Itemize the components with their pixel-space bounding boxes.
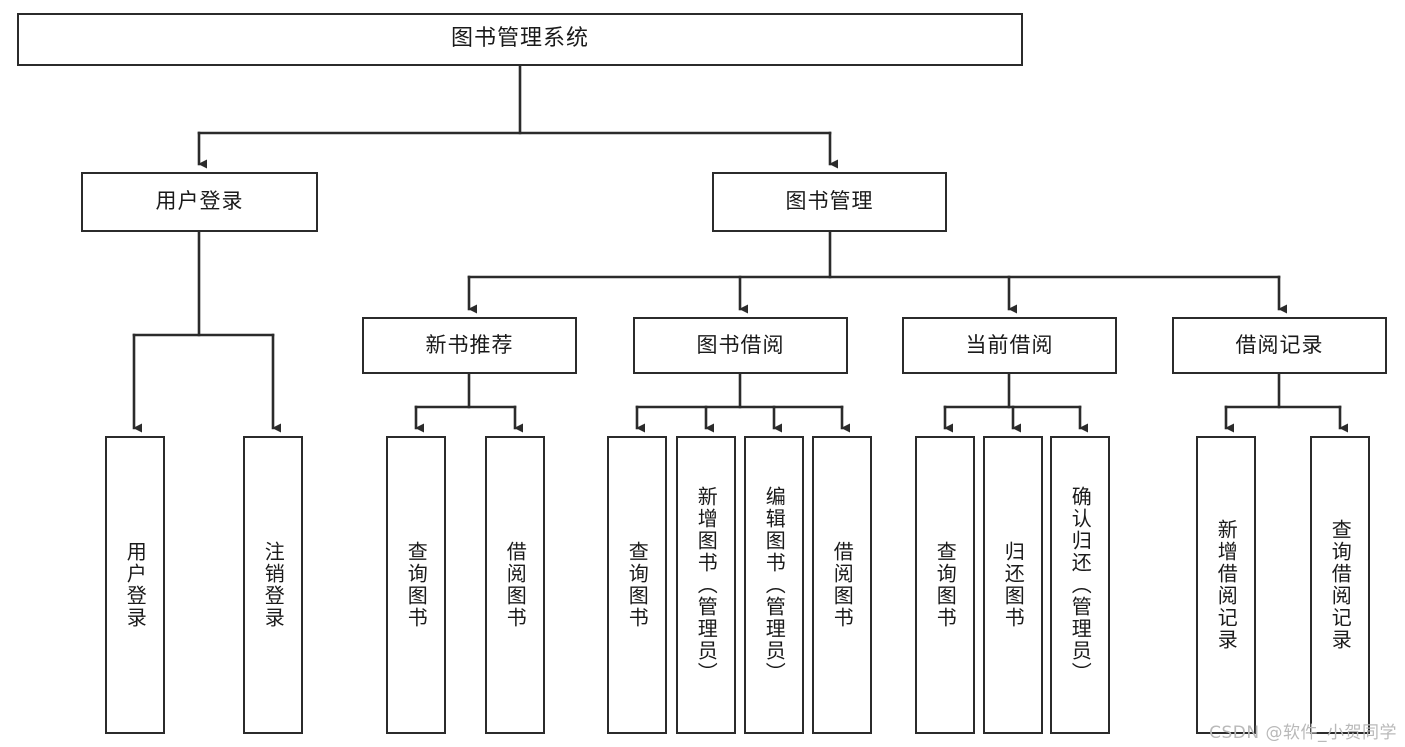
node-user-login[interactable]: 用户登录: [81, 172, 318, 232]
node-book-borrow[interactable]: 图书借阅: [633, 317, 848, 374]
node-leaf-user-login[interactable]: 用户登录: [105, 436, 165, 734]
node-leaf-query-book-2[interactable]: 查询图书: [607, 436, 667, 734]
node-leaf-add-record-label: 新增借阅记录: [1214, 519, 1239, 651]
node-leaf-add-record[interactable]: 新增借阅记录: [1196, 436, 1256, 734]
node-leaf-edit-book[interactable]: 编辑图书（管理员）: [744, 436, 804, 734]
node-new-book-recommend-label: 新书推荐: [425, 332, 514, 357]
node-leaf-query-book-1[interactable]: 查询图书: [386, 436, 446, 734]
node-new-book-recommend[interactable]: 新书推荐: [362, 317, 577, 374]
node-leaf-query-book-3[interactable]: 查询图书: [915, 436, 975, 734]
node-leaf-return-book-label: 归还图书: [1001, 541, 1026, 629]
node-leaf-logout[interactable]: 注销登录: [243, 436, 303, 734]
node-book-manage[interactable]: 图书管理: [712, 172, 947, 232]
node-leaf-confirm-return-label: 确认归还（管理员）: [1068, 486, 1093, 684]
node-borrow-record-label: 借阅记录: [1235, 332, 1324, 357]
node-leaf-borrow-book-1[interactable]: 借阅图书: [485, 436, 545, 734]
node-leaf-query-book-3-label: 查询图书: [933, 541, 958, 629]
node-book-manage-label: 图书管理: [785, 189, 874, 214]
node-leaf-query-record[interactable]: 查询借阅记录: [1310, 436, 1370, 734]
node-leaf-add-book[interactable]: 新增图书（管理员）: [676, 436, 736, 734]
node-book-borrow-label: 图书借阅: [696, 332, 785, 357]
node-user-login-label: 用户登录: [155, 189, 244, 214]
node-leaf-query-book-1-label: 查询图书: [404, 541, 429, 629]
node-root[interactable]: 图书管理系统: [17, 13, 1023, 66]
node-leaf-confirm-return[interactable]: 确认归还（管理员）: [1050, 436, 1110, 734]
node-borrow-record[interactable]: 借阅记录: [1172, 317, 1387, 374]
node-leaf-borrow-book-1-label: 借阅图书: [503, 541, 528, 629]
node-leaf-borrow-book-2[interactable]: 借阅图书: [812, 436, 872, 734]
node-leaf-logout-label: 注销登录: [261, 541, 286, 629]
node-leaf-edit-book-label: 编辑图书（管理员）: [762, 486, 787, 684]
node-current-borrow-label: 当前借阅: [965, 332, 1054, 357]
node-leaf-user-login-label: 用户登录: [123, 541, 148, 629]
node-leaf-query-book-2-label: 查询图书: [625, 541, 650, 629]
node-leaf-add-book-label: 新增图书（管理员）: [694, 486, 719, 684]
node-current-borrow[interactable]: 当前借阅: [902, 317, 1117, 374]
node-leaf-query-record-label: 查询借阅记录: [1328, 519, 1353, 651]
csdn-watermark: CSDN @软件_小贺同学: [1209, 723, 1397, 743]
node-leaf-borrow-book-2-label: 借阅图书: [830, 541, 855, 629]
node-leaf-return-book[interactable]: 归还图书: [983, 436, 1043, 734]
node-root-label: 图书管理系统: [450, 26, 589, 52]
